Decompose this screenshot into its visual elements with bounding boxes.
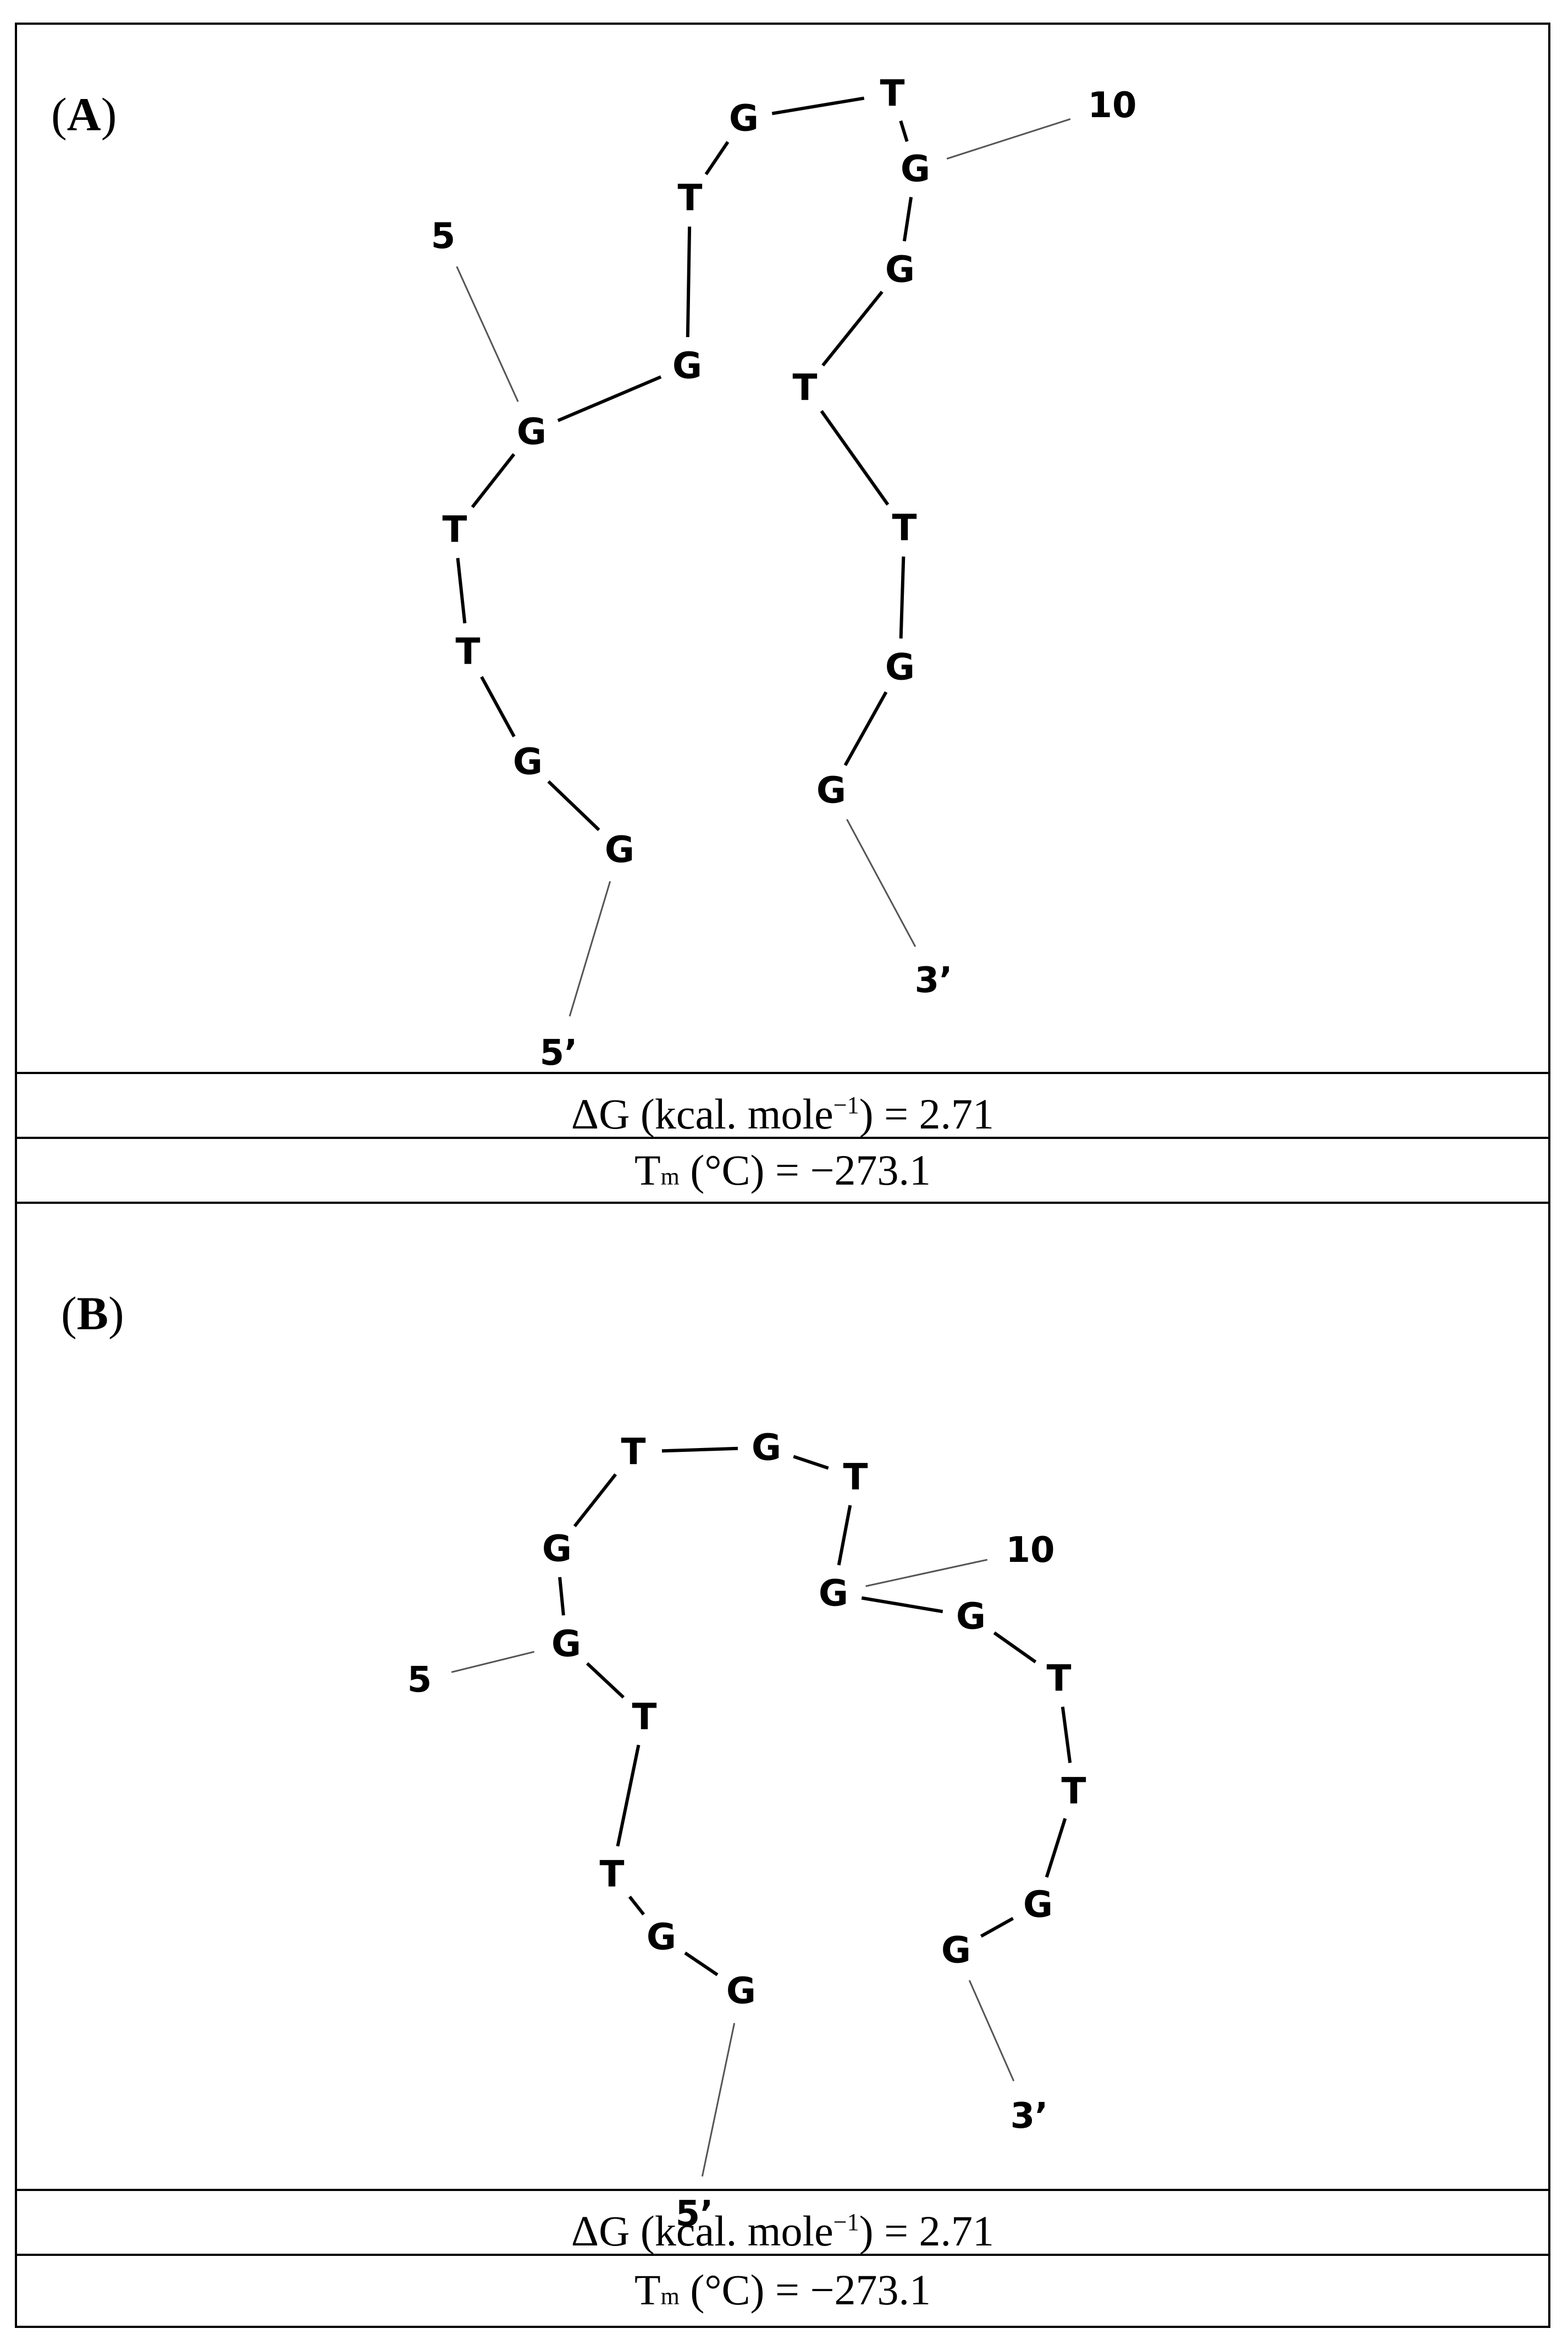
panel-a-bond-1 [547,780,600,832]
panel-b-bond-14 [980,1917,1014,1938]
panel-b-position-10-pointer [865,1559,988,1587]
panel-a-nucleotide-4: T [442,509,467,551]
panel-b-bond-11 [993,1631,1037,1664]
panel-b-nucleotide-14: G [1023,1884,1053,1926]
panel-a-position-10-pointer [946,118,1071,160]
panel-a-three-prime-pointer [846,819,916,948]
panel-a-bond-5 [557,375,662,422]
panel-a-nucleotide-13: T [892,507,916,549]
panel-b-nucleotide-8: G [752,1427,781,1469]
panel-b-bond-10 [861,1596,943,1614]
panel-a-label: (A) [51,88,117,141]
panel-a-bond-8 [771,96,865,115]
panel-b-bond-12 [1061,1707,1072,1763]
panel-divider [17,1202,1548,1204]
panel-a-bond-10 [902,196,913,242]
panel-b-nucleotide-5: G [551,1623,581,1665]
panel-b-bond-13 [1045,1818,1067,1878]
panel-b-delta-g: ΔG (kcal. mole−1) = 2.71 [17,2189,1548,2255]
panel-b-bond-9 [837,1505,852,1566]
panel-a-nucleotide-10: G [901,148,930,190]
panel-a-five-prime-pointer [568,881,611,1017]
panel-b-label: (B) [61,1287,124,1340]
panel-a-nucleotide-8: G [729,97,759,140]
panel-a-nucleotide-11: G [885,249,915,291]
panel-b-bond-6 [573,1473,617,1528]
panel-a-five-prime-label: 5’ [540,1033,578,1074]
panel-b-three-prime-pointer [968,1980,1015,2082]
panel-a-bond-14 [843,691,888,767]
panel-b-bond-1 [684,1951,719,1977]
panel-b-nucleotide-6: G [542,1528,572,1570]
panel-b-bond-5 [558,1577,565,1616]
panel-a-nucleotide-6: G [672,345,702,387]
panel-a-position-5-label: 5 [431,216,456,257]
panel-b-bond-3 [616,1744,641,1847]
panel-b-nucleotide-12: T [1046,1658,1071,1700]
panel-a-nucleotide-15: G [816,769,846,812]
panel-b-bond-7 [661,1446,738,1453]
panel-a-nucleotide-5: G [517,411,546,453]
panel-a-bond-13 [899,556,906,639]
panel-a-position-10-label: 10 [1087,85,1136,126]
panel-b-nucleotide-4: T [632,1696,656,1738]
panel-a-bond-6 [686,226,692,338]
panel-b-position-5-label: 5 [407,1660,432,1700]
panel-a-nucleotide-2: G [513,741,543,783]
panel-b-nucleotide-1: G [726,1970,756,2012]
panel-b-nucleotide-15: G [941,1929,971,1972]
panel-b-nucleotide-13: T [1061,1770,1086,1813]
panel-b-nucleotide-3: T [599,1853,624,1896]
panel-a-position-5-pointer [456,266,519,402]
panel-a-three-prime-label: 3’ [915,960,953,1001]
panel-b-nucleotide-2: G [647,1916,676,1958]
panel-a-bond-12 [820,410,890,506]
panel-a-bond-11 [821,290,884,367]
panel-b-nucleotide-7: T [621,1431,645,1473]
panel-b-position-5-pointer [451,1650,535,1674]
panel-b-five-prime-pointer [701,2023,736,2177]
panel-a-tm: Tm (°C) = −273.1 [17,1137,1548,1202]
panel-b-nucleotide-11: G [956,1595,986,1638]
panel-b-five-prime-label: 5’ [676,2194,714,2234]
panel-b-bond-2 [628,1895,645,1916]
panel-a-nucleotide-7: T [677,177,702,219]
panel-b-bond-4 [586,1662,625,1699]
panel-b-nucleotide-10: G [819,1572,848,1615]
panel-a-nucleotide-14: G [885,646,915,689]
panel-a-bond-3 [456,558,467,624]
panel-a-bond-7 [704,141,730,175]
panel-b-bond-8 [793,1455,829,1470]
panel-b-three-prime-label: 3’ [1011,2096,1048,2137]
panel-b-position-10-label: 10 [1006,1530,1054,1571]
panel-a-bond-2 [480,676,516,737]
panel-b-tm: Tm (°C) = −273.1 [17,2254,1548,2326]
panel-a-nucleotide-3: T [455,631,480,673]
panel-a-nucleotide-9: T [880,73,904,115]
panel-a-nucleotide-1: G [605,829,634,871]
panel-a-nucleotide-12: T [792,367,817,409]
panel-a-bond-4 [471,453,516,508]
panel-a-bond-9 [899,120,909,142]
panel-a-delta-g: ΔG (kcal. mole−1) = 2.71 [17,1072,1548,1138]
panel-b-nucleotide-9: T [843,1456,868,1499]
